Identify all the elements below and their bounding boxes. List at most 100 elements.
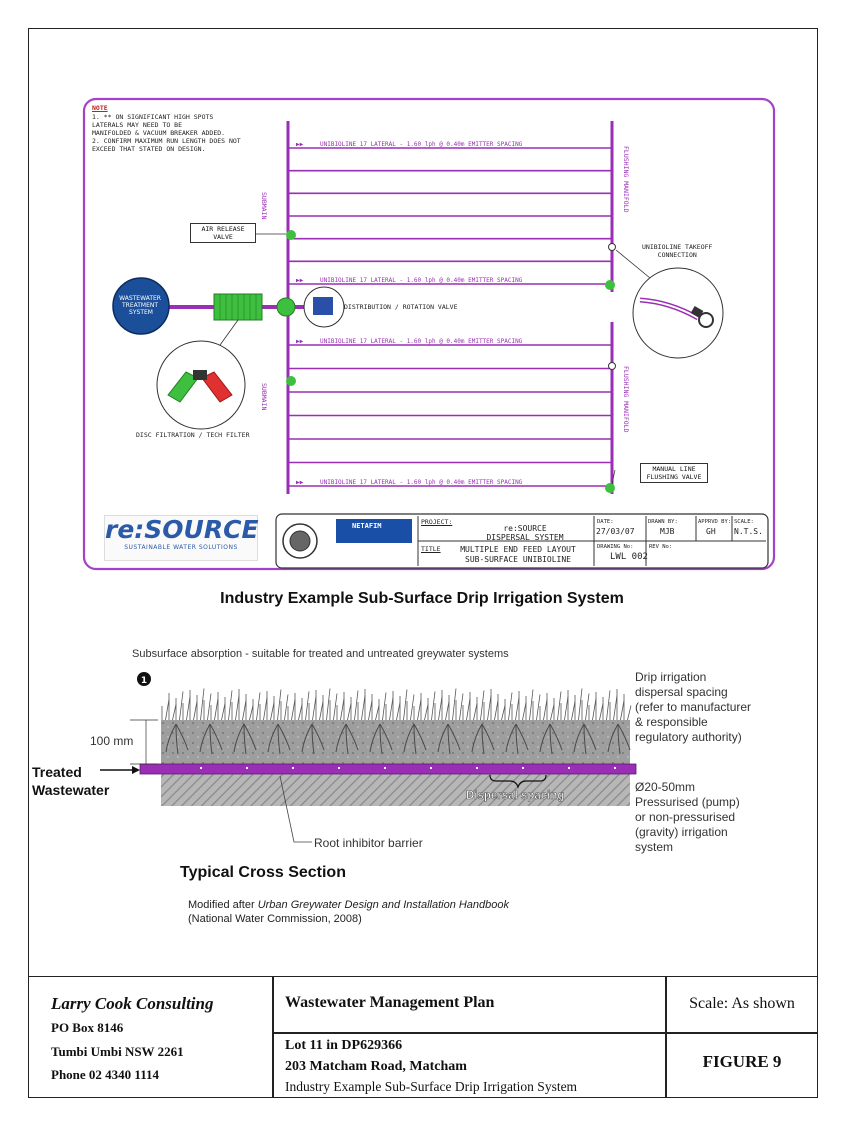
grass-blade xyxy=(361,695,366,721)
flushing-valve-lower-icon xyxy=(605,483,615,493)
grass-blade xyxy=(571,701,576,721)
grass-blade xyxy=(382,692,387,721)
root-cluster xyxy=(471,723,495,755)
grass-blade xyxy=(480,690,485,721)
lateral-label: UNIBIOLINE 17 LATERAL - 1.60 lph @ 0.40m… xyxy=(320,277,523,284)
takeoff-callout xyxy=(632,267,724,359)
tb-title-line-2: SUB-SURFACE UNIBIOLINE xyxy=(465,555,571,564)
resource-logo: re:SOURCE SUSTAINABLE WATER SOLUTIONS xyxy=(104,515,259,561)
grass-blade xyxy=(543,699,548,721)
grass-blade xyxy=(179,691,184,721)
disc-filter-callout xyxy=(156,340,246,430)
air-release-line-2: VALVE xyxy=(213,233,233,241)
spacing-brace xyxy=(489,774,547,789)
root-cluster xyxy=(369,723,393,755)
grass-blade xyxy=(473,703,478,721)
root-cluster xyxy=(607,723,631,755)
grass-blade xyxy=(445,701,450,721)
lateral-label: UNIBIOLINE 17 LATERAL - 1.60 lph @ 0.40m… xyxy=(320,338,523,345)
emitter-mark xyxy=(384,767,386,769)
arrow-icon xyxy=(132,766,140,774)
footer-address: Tumbi Umbi NSW 2261 xyxy=(51,1044,184,1059)
dispersal-pipe xyxy=(139,763,637,775)
cross-section-title: Typical Cross Section xyxy=(180,864,346,881)
netafim-logo xyxy=(336,519,412,543)
root-cluster xyxy=(437,723,461,755)
takeoff-line-1: UNIBIOLINE TAKEOFF xyxy=(642,243,713,251)
tb-scale-value: N.T.S. xyxy=(734,527,763,536)
grass-blade xyxy=(284,694,289,721)
grass-blade xyxy=(424,704,429,721)
root-cluster xyxy=(539,723,563,755)
root-cluster xyxy=(165,723,189,755)
grass-blade xyxy=(207,693,212,721)
grass-blade xyxy=(165,699,170,721)
modified-source: (National Water Commission, 2008) xyxy=(188,913,362,925)
plan-note-line-5: EXCEED THAT STATED ON DESIGN. xyxy=(92,145,206,153)
grass-blade xyxy=(550,704,555,721)
grass-blade xyxy=(494,700,499,721)
tb-approved-label: APPRVD BY: xyxy=(698,519,732,525)
plan-diagram: UNIBIOLINE 17 LATERAL - 1.60 lph @ 0.40m… xyxy=(82,97,776,571)
grass-blade xyxy=(452,688,457,721)
manual-flushing-valve-label: MANUAL LINE FLUSHING VALVE xyxy=(640,463,708,483)
grass-blade xyxy=(347,703,352,721)
grass-blade xyxy=(312,696,317,721)
grass-layer xyxy=(161,688,632,721)
root-cluster xyxy=(233,723,257,755)
flushing-manifold-label-upper: FLUSHING MANIFOLD xyxy=(622,146,630,213)
logo-main-text: re:SOURCE xyxy=(105,515,259,544)
lower-laterals: UNIBIOLINE 17 LATERAL - 1.60 lph @ 0.40m… xyxy=(288,338,612,487)
root-cluster xyxy=(267,723,291,755)
treated-line-2: Wastewater xyxy=(32,782,110,798)
plan-note-heading: NOTE xyxy=(92,104,108,112)
footer-po-box: PO Box 8146 xyxy=(51,1020,124,1035)
grass-blade xyxy=(221,703,226,721)
emitter-mark xyxy=(568,767,570,769)
grass-blade xyxy=(410,694,415,721)
lateral-label: UNIBIOLINE 17 LATERAL - 1.60 lph @ 0.40m… xyxy=(320,141,523,148)
distribution-valve-label: DISTRIBUTION / ROTATION VALVE xyxy=(344,303,458,311)
footer-plan-title: Wastewater Management Plan xyxy=(285,994,495,1011)
grass-blade xyxy=(200,688,205,721)
grass-blade xyxy=(340,698,345,721)
grass-blade xyxy=(256,692,261,721)
grass-blade xyxy=(270,702,275,721)
tb-project-label: PROJECT: xyxy=(421,518,453,526)
marker-text: 1 xyxy=(141,676,147,686)
drip-note-line-2: dispersal spacing xyxy=(635,685,728,699)
root-cluster xyxy=(403,723,427,755)
page-frame xyxy=(28,28,818,1098)
disc-filter-red-icon xyxy=(201,371,233,403)
grass-blade xyxy=(431,691,436,721)
plan-note-line-4: 2. CONFIRM MAXIMUM RUN LENGTH DOES NOT xyxy=(92,137,241,145)
grass-blade xyxy=(298,704,303,721)
footer-figure: FIGURE 9 xyxy=(702,1052,782,1071)
air-release-valve-icon xyxy=(286,230,296,240)
grass-blade xyxy=(263,697,268,721)
plan-note-line-1: 1. ** ON SIGNIFICANT HIGH SPOTS xyxy=(92,113,214,121)
grass-blade xyxy=(214,698,219,721)
grass-blade xyxy=(466,698,471,721)
depth-label: 100 mm xyxy=(90,734,134,748)
root-cluster xyxy=(335,723,359,755)
air-release-valve-lower-icon xyxy=(286,376,296,386)
grass-blade xyxy=(417,699,422,721)
grass-blade xyxy=(459,693,464,721)
valve-node-icon xyxy=(276,297,296,317)
tb-drawing-value: LWL 002 xyxy=(610,552,648,562)
drip-note-line-4: & responsible xyxy=(635,715,708,729)
grass-blade xyxy=(228,690,233,721)
plan-border xyxy=(82,97,776,571)
grass-blade xyxy=(487,695,492,721)
manual-flush-line-1: MANUAL LINE xyxy=(652,465,696,473)
tb-date-label: DATE: xyxy=(597,519,614,525)
grass-blade xyxy=(389,697,394,721)
air-release-valve-label: AIR RELEASE VALVE xyxy=(190,223,256,243)
cross-section-diagram: 1 xyxy=(100,672,637,843)
modified-note: Modified after Urban Greywater Design an… xyxy=(188,899,509,911)
root-cluster xyxy=(301,723,325,755)
grass-blade xyxy=(501,705,506,721)
